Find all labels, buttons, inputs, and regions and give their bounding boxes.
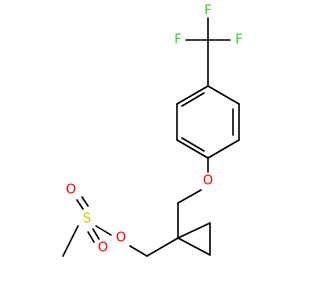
ether-oxygen-label: O xyxy=(203,174,213,189)
benzene-ring xyxy=(176,85,240,159)
ester-oxygen-label: O xyxy=(116,231,126,246)
sulfonyl-oxygen-bottom-label: O xyxy=(98,241,108,256)
mesylate-bonds xyxy=(62,196,179,257)
sulfur-label: S xyxy=(83,212,91,227)
sulfonyl-oxygen-top-label: O xyxy=(66,183,76,198)
ether-linker-bonds xyxy=(177,157,209,239)
cyclopropane-ring xyxy=(177,222,211,256)
molecule-structure: F F F O O S O O xyxy=(62,4,243,257)
fluorine-top-label: F xyxy=(204,4,211,19)
trifluoromethyl-bonds xyxy=(185,17,231,87)
fluorine-right-label: F xyxy=(235,33,242,48)
fluorine-left-label: F xyxy=(174,33,181,48)
